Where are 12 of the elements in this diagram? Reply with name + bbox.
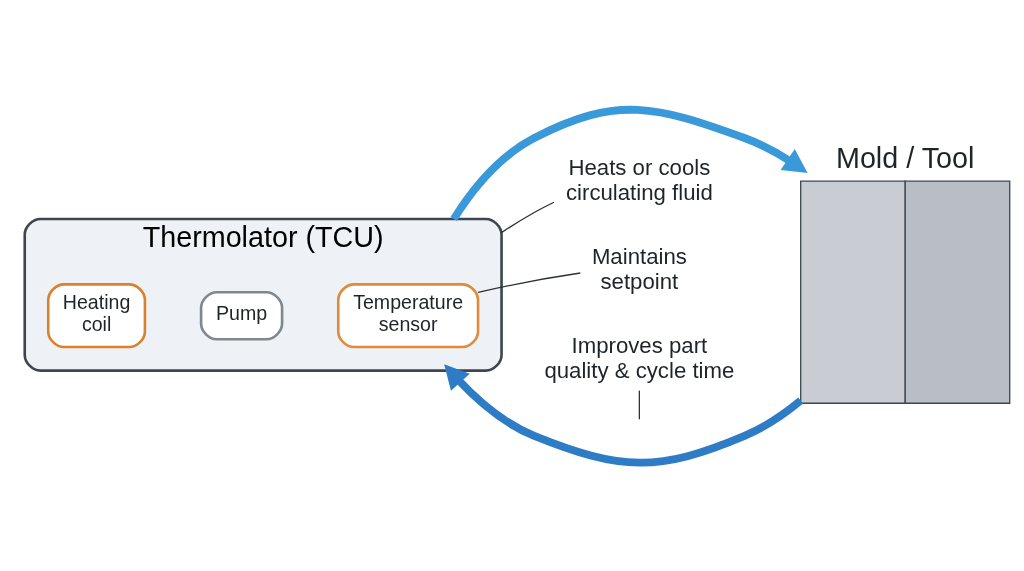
- node-text: Improves part quality & cycle time: [544, 332, 735, 383]
- node-box: Temperature sensor: [336, 282, 480, 348]
- connector: [638, 389, 641, 420]
- node-text: Maintains setpoint: [591, 243, 687, 294]
- connector: [477, 271, 581, 293]
- node-box: Pump: [199, 290, 284, 341]
- arrow: [450, 105, 808, 221]
- connector: [500, 201, 555, 233]
- node-label: Mold / Tool: [835, 141, 975, 174]
- node-text: Heats or cools circulating fluid: [565, 154, 713, 205]
- arrow: [444, 363, 804, 467]
- node-box: Heating coil: [46, 282, 147, 348]
